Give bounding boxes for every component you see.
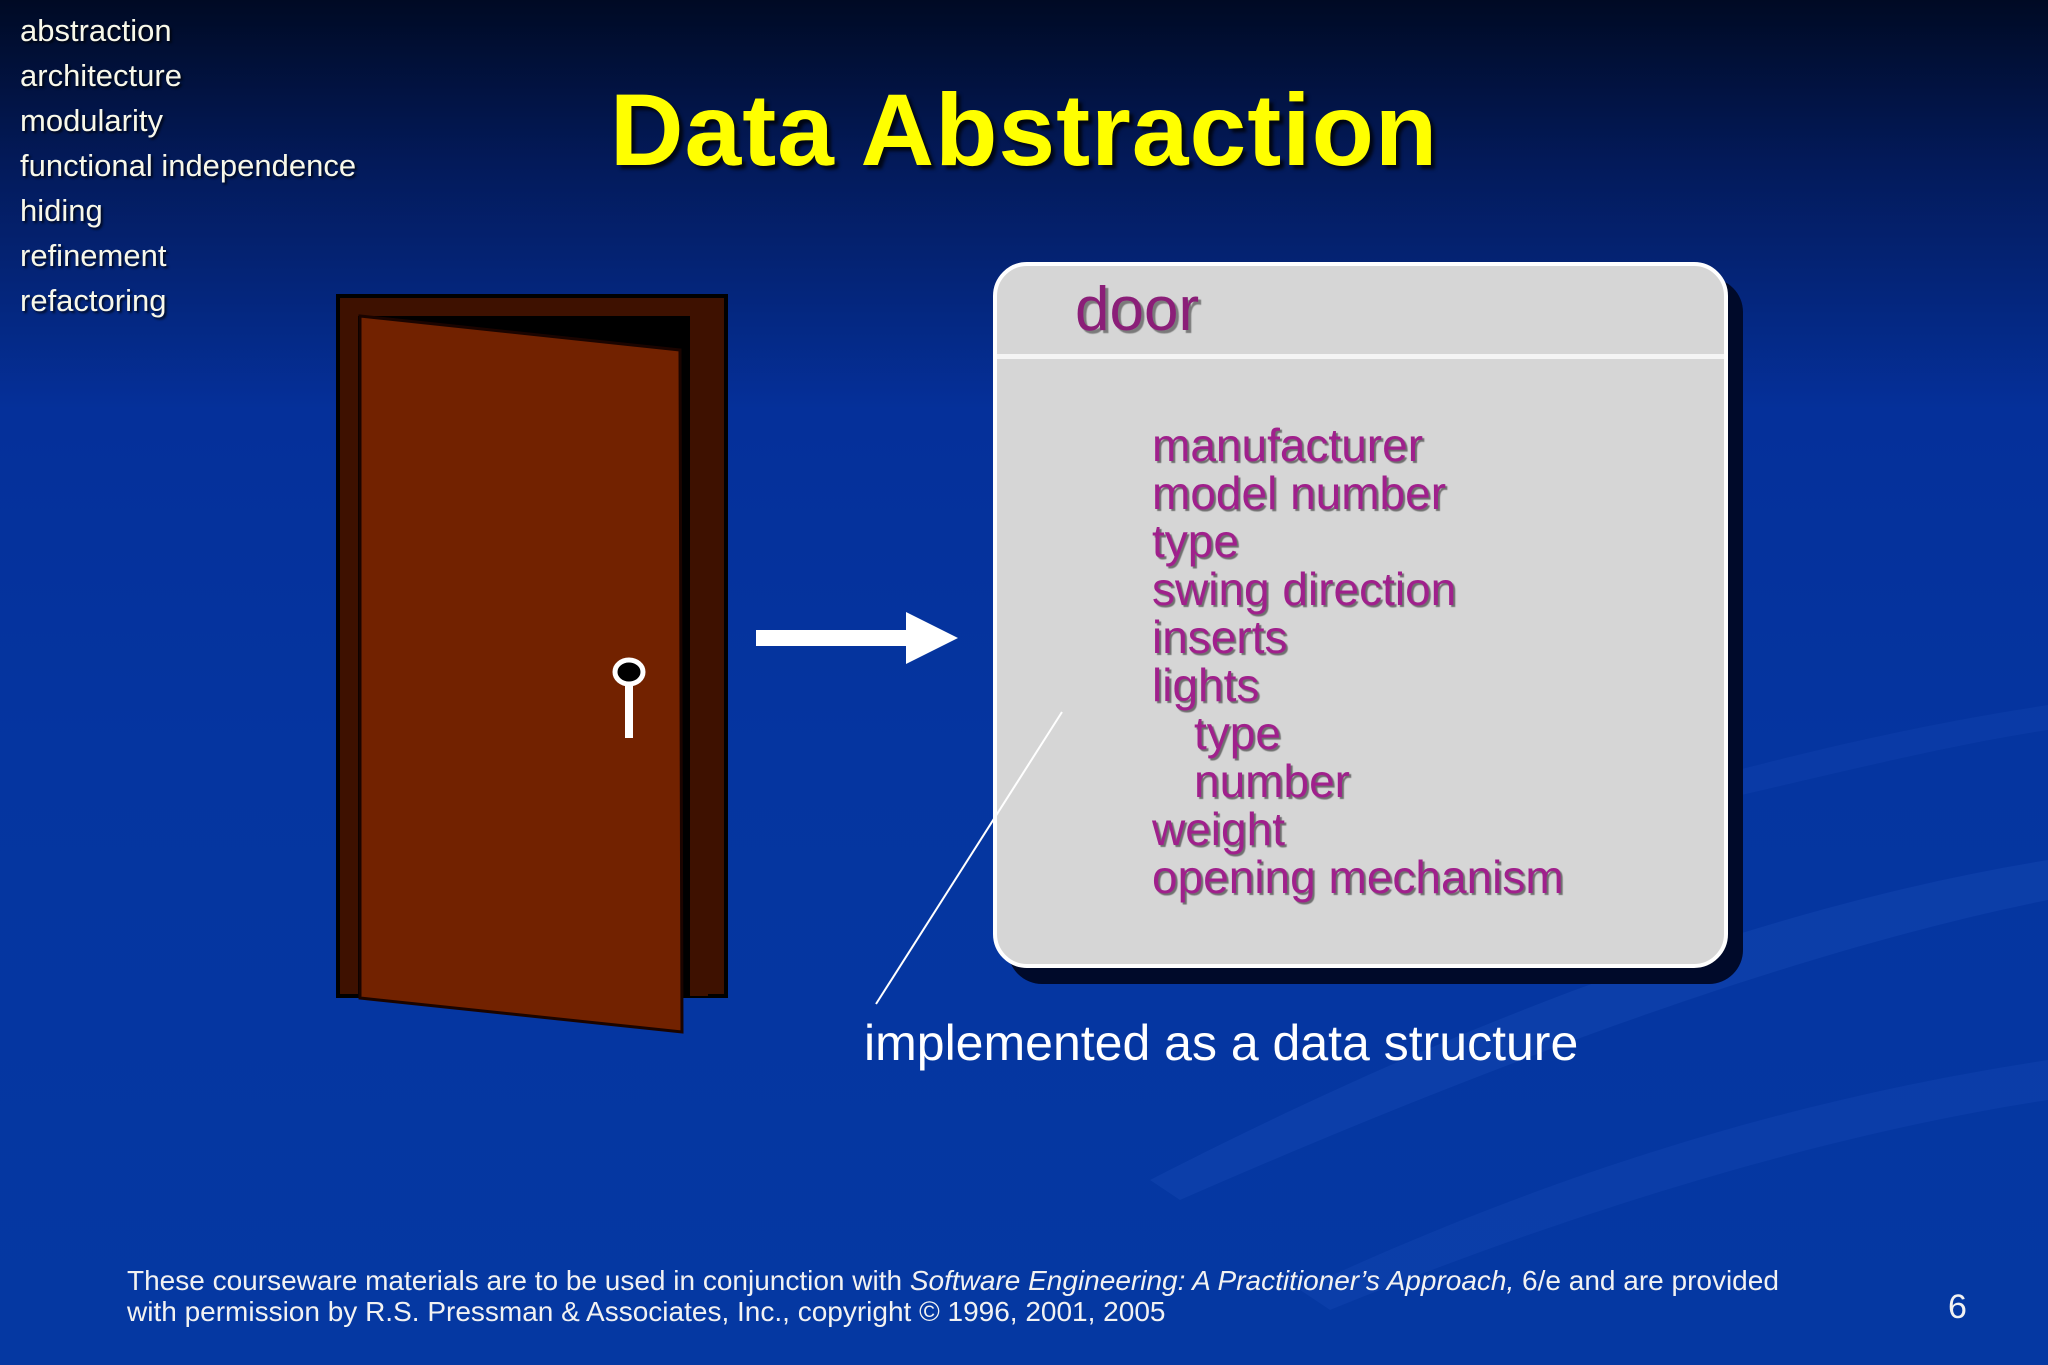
page-number: 6 <box>1948 1288 1967 1326</box>
attribute-item: weight <box>1152 803 1285 855</box>
attribute-item: manufacturer <box>1152 419 1424 471</box>
attribute-subitem: type <box>1194 707 1281 759</box>
topic-list: abstraction architecture modularity func… <box>20 8 356 323</box>
callout-caption: implemented as a data structure <box>864 1015 1579 1071</box>
object-name: door <box>1075 275 1200 344</box>
topic-item-modularity: modularity <box>20 103 163 138</box>
attribute-item: inserts <box>1152 611 1288 663</box>
topic-item-functional-independence: functional independence <box>20 148 357 183</box>
attribute-item: lights <box>1152 659 1260 711</box>
attribute-item: swing direction <box>1152 563 1457 615</box>
topic-item-abstraction: abstraction <box>20 13 172 48</box>
topic-item-architecture: architecture <box>20 58 182 93</box>
object-box: door manufacturer model number type swin… <box>993 262 1728 968</box>
attribute-item: type <box>1152 515 1239 567</box>
footer-text: 6/e and are provided <box>1514 1265 1779 1296</box>
footer-book-title: Software Engineering: A Practitioner’s A… <box>909 1265 1515 1296</box>
topic-item-refinement: refinement <box>20 238 167 273</box>
attribute-list: manufacturer model number type swing dir… <box>1152 421 1564 901</box>
right-arrow-icon <box>756 612 958 664</box>
topic-item-hiding: hiding <box>20 193 103 228</box>
attribute-subitem: number <box>1194 755 1350 807</box>
topic-item-refactoring: refactoring <box>20 283 167 318</box>
attribute-item: opening mechanism <box>1152 851 1564 903</box>
attribute-item: model number <box>1152 467 1447 519</box>
footer-text: These courseware materials are to be use… <box>127 1265 910 1296</box>
copyright-footer: These courseware materials are to be use… <box>127 1265 1779 1327</box>
footer-line-1: These courseware materials are to be use… <box>127 1265 1779 1296</box>
footer-line-2: with permission by R.S. Pressman & Assoc… <box>127 1296 1166 1327</box>
object-box-header: door <box>997 266 1724 359</box>
slide-title: Data Abstraction <box>609 73 1439 187</box>
door-icon <box>336 294 728 1034</box>
